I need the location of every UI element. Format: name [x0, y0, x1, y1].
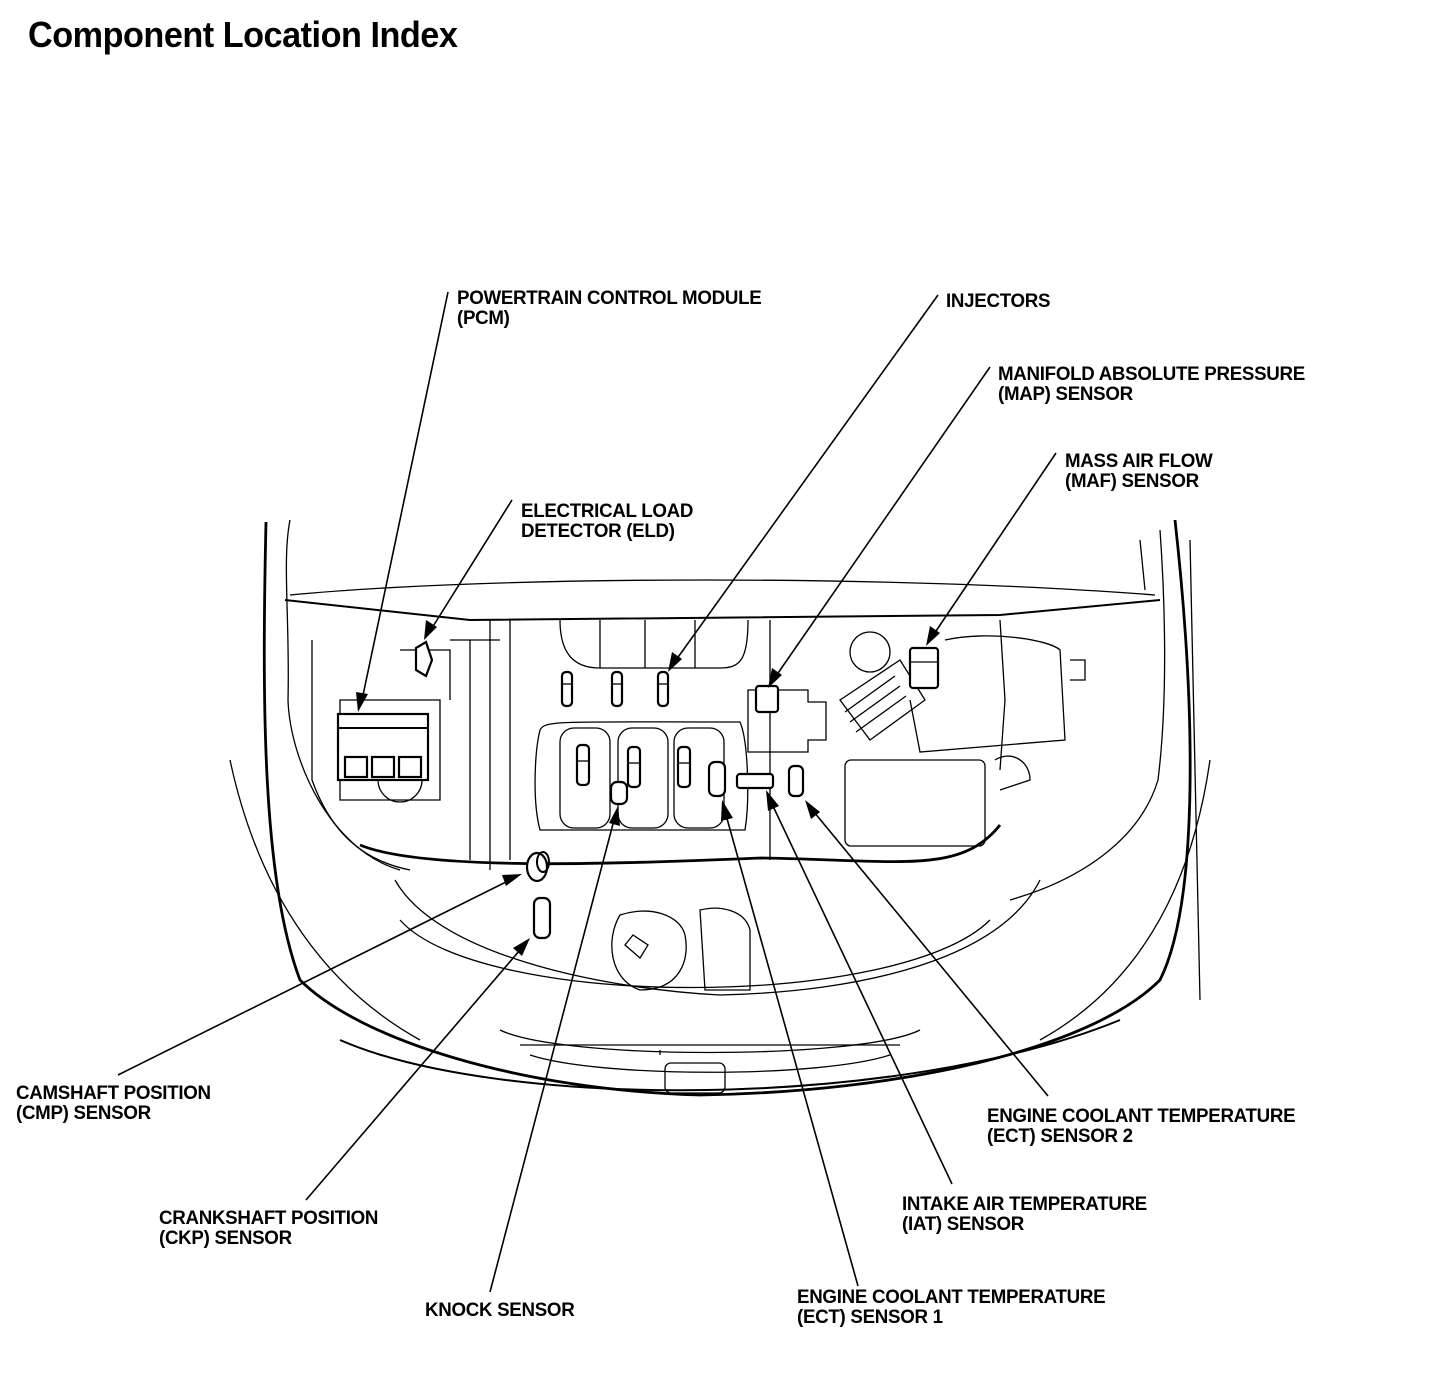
callout-ect2-line2: (ECT) SENSOR 2	[987, 1125, 1133, 1147]
callout-ect1: ENGINE COOLANT TEMPERATURE (ECT) SENSOR …	[797, 1286, 1106, 1328]
arrow-ect1	[721, 800, 733, 821]
eld-component	[414, 640, 434, 678]
car-body-outline	[229, 519, 1211, 1097]
callout-knock: KNOCK SENSOR	[425, 1299, 575, 1321]
arrow-knock	[609, 806, 620, 826]
callout-cmp: CAMSHAFT POSITION (CMP) SENSOR	[16, 1083, 211, 1123]
leader-iat	[771, 803, 953, 1185]
callout-pcm-line2: (PCM)	[457, 307, 510, 329]
arrow-injectors	[668, 652, 682, 672]
callout-ect1-line2: (ECT) SENSOR 1	[797, 1306, 943, 1328]
callout-ect1-line1: ENGINE COOLANT TEMPERATURE	[797, 1286, 1106, 1308]
leader-maf	[933, 452, 1057, 635]
callout-maf-line1: MASS AIR FLOW	[1065, 450, 1213, 472]
leader-ect1	[725, 814, 859, 1287]
leader-ckp	[305, 949, 521, 1201]
callout-iat-line1: INTAKE AIR TEMPERATURE	[902, 1193, 1147, 1215]
iat-sensor-component	[735, 772, 775, 790]
right-compartment	[839, 619, 1086, 847]
callout-ckp: CRANKSHAFT POSITION (CKP) SENSOR	[159, 1208, 378, 1248]
callout-maf-line2: (MAF) SENSOR	[1065, 470, 1199, 492]
arrow-maf	[926, 626, 940, 646]
callout-cmp-line1: CAMSHAFT POSITION	[16, 1082, 211, 1104]
leader-knock	[489, 819, 615, 1293]
arrow-pcm	[356, 692, 368, 712]
leader-cmp	[117, 879, 511, 1076]
callout-map-line2: (MAP) SENSOR	[998, 383, 1133, 405]
callout-eld: ELECTRICAL LOAD DETECTOR (ELD)	[521, 501, 693, 541]
callout-map-line1: MANIFOLD ABSOLUTE PRESSURE	[998, 363, 1305, 385]
callout-map: MANIFOLD ABSOLUTE PRESSURE (MAP) SENSOR	[998, 364, 1305, 404]
callout-ckp-line2: (CKP) SENSOR	[159, 1227, 292, 1249]
arrow-ect2	[805, 800, 820, 819]
knock-sensor-component	[609, 780, 629, 806]
cmp-sensor-component	[525, 851, 550, 883]
page-title: Component Location Index	[28, 14, 458, 55]
callout-pcm-line1: POWERTRAIN CONTROL MODULE	[457, 287, 762, 309]
arrow-iat	[766, 790, 779, 811]
ckp-sensor-component	[532, 896, 552, 940]
lower-engine-parts	[611, 907, 751, 991]
callout-ect2-line1: ENGINE COOLANT TEMPERATURE	[987, 1105, 1296, 1127]
map-sensor-component	[747, 684, 827, 753]
ect2-sensor-component	[787, 764, 805, 798]
callout-injectors-line1: INJECTORS	[946, 290, 1051, 312]
callout-iat-line2: (IAT) SENSOR	[902, 1213, 1025, 1235]
arrow-eld	[424, 620, 437, 640]
injector-row-lower	[575, 743, 692, 789]
callout-knock-line1: KNOCK SENSOR	[425, 1299, 575, 1321]
intake-manifold	[509, 619, 771, 860]
maf-sensor-component	[908, 646, 940, 690]
callout-cmp-line2: (CMP) SENSOR	[16, 1102, 151, 1124]
leader-eld	[431, 499, 513, 629]
cowl-lines	[284, 579, 1161, 866]
callout-ect2: ENGINE COOLANT TEMPERATURE (ECT) SENSOR …	[987, 1105, 1296, 1147]
callout-iat: INTAKE AIR TEMPERATURE (IAT) SENSOR	[902, 1194, 1147, 1234]
leader-injectors	[675, 294, 939, 661]
callout-pcm: POWERTRAIN CONTROL MODULE (PCM)	[457, 287, 762, 329]
pcm-component	[336, 712, 430, 782]
arrow-map	[768, 668, 782, 688]
arrow-ckp	[513, 938, 530, 956]
ect1-sensor-component	[707, 760, 727, 798]
arrow-cmp	[502, 874, 522, 886]
callout-eld-line1: ELECTRICAL LOAD	[521, 500, 694, 522]
callout-ckp-line1: CRANKSHAFT POSITION	[159, 1207, 379, 1229]
leader-pcm	[361, 291, 449, 701]
callout-injectors: INJECTORS	[946, 290, 1051, 312]
callout-eld-line2: DETECTOR (ELD)	[521, 520, 675, 542]
injector-row-upper	[560, 670, 670, 708]
leader-map	[775, 366, 991, 677]
leader-lines	[117, 291, 1057, 1293]
callout-maf: MASS AIR FLOW (MAF) SENSOR	[1065, 450, 1213, 492]
leader-ect2	[813, 811, 1049, 1097]
